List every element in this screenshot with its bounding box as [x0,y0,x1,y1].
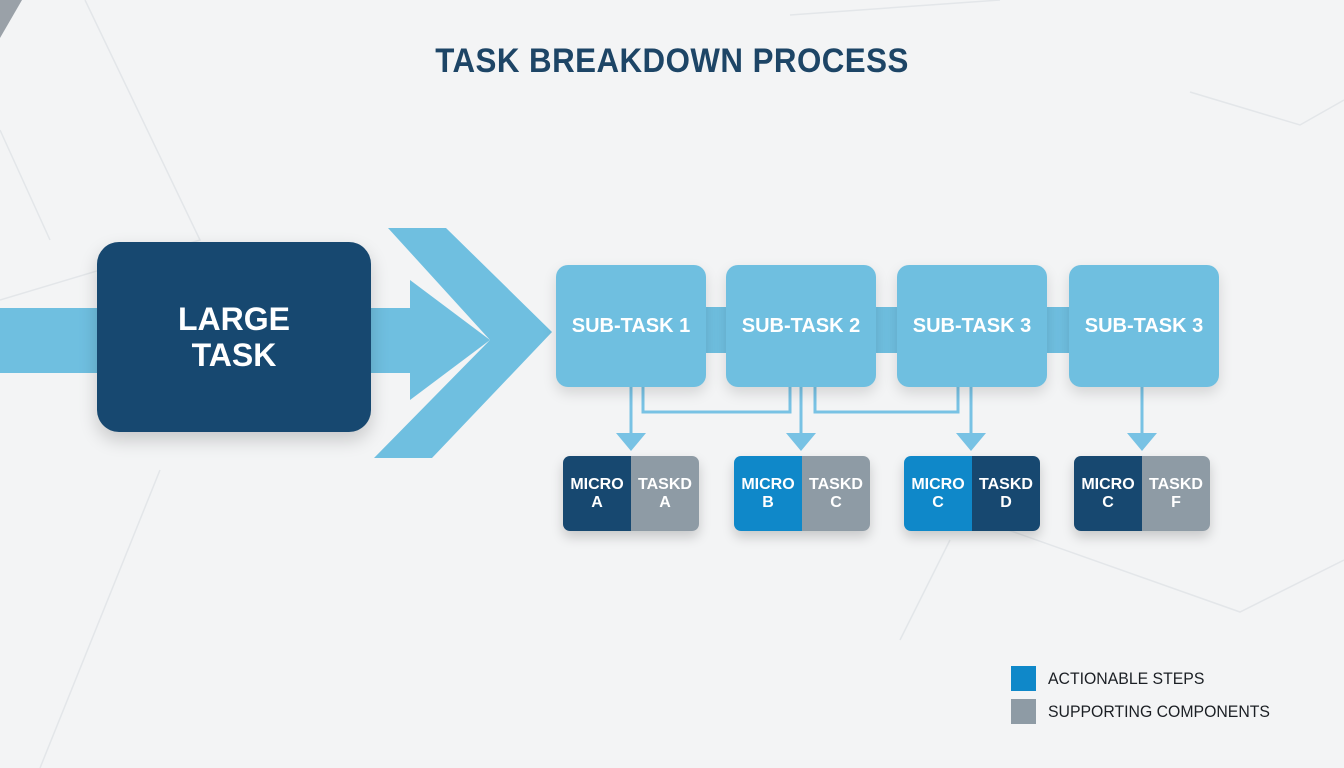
background-line [899,539,951,641]
subtask-label: SUB-TASK 3 [912,314,1032,337]
micro-task-text: C [932,493,944,511]
connector-arrowhead [786,433,816,451]
micro-task-text: TASKD [979,475,1033,493]
micro-task-card: MICRO A TASKD A [563,456,699,531]
micro-task-text: C [830,493,842,511]
connector-arrowhead [616,433,646,451]
large-task-label: LARGE TASK [178,301,290,373]
background-line [39,469,161,768]
micro-task-right: TASKD A [631,456,699,531]
subtask-box: SUB-TASK 3 [897,265,1047,387]
background-line [1189,91,1344,126]
micro-task-right: TASKD D [972,456,1040,531]
connector-line [813,387,960,414]
micro-task-text: F [1171,493,1181,511]
micro-task-text: A [591,493,603,511]
micro-task-left: MICRO C [904,456,972,531]
legend-label: ACTIONABLE STEPS [1048,668,1205,688]
background-line [789,0,1001,16]
legend-swatch [1011,666,1036,691]
background-line [979,519,1344,613]
micro-task-left: MICRO C [1074,456,1142,531]
flow-arrow-head-inner [410,280,490,400]
legend-item-actionable: ACTIONABLE STEPS [1011,666,1216,691]
connector-arrowhead [1127,433,1157,451]
micro-connectors [616,387,1157,451]
subtask-box: SUB-TASK 2 [726,265,876,387]
diagram-title: TASK BREAKDOWN PROCESS [435,42,909,80]
micro-task-card: MICRO B TASKD C [734,456,870,531]
subtask-label: SUB-TASK 1 [571,314,691,337]
large-task-box: LARGE TASK [97,242,371,432]
legend-item-supporting: SUPPORTING COMPONENTS [1011,699,1287,724]
micro-task-left: MICRO A [563,456,631,531]
connector-arrowhead [956,433,986,451]
micro-task-text: MICRO [741,475,795,493]
micro-task-text: B [762,493,774,511]
micro-task-card: MICRO C TASKD D [904,456,1040,531]
subtask-box: SUB-TASK 3 [1069,265,1219,387]
micro-task-text: C [1102,493,1114,511]
micro-task-right: TASKD C [802,456,870,531]
micro-task-text: TASKD [638,475,692,493]
micro-task-text: MICRO [1081,475,1135,493]
corner-shade [0,0,22,38]
subtask-label: SUB-TASK 3 [1084,314,1204,337]
connector-line [641,387,792,414]
background-line [0,129,51,241]
micro-task-text: MICRO [570,475,624,493]
micro-task-text: MICRO [911,475,965,493]
legend-swatch [1011,699,1036,724]
micro-task-card: MICRO C TASKD F [1074,456,1210,531]
micro-task-right: TASKD F [1142,456,1210,531]
micro-task-text: TASKD [1149,475,1203,493]
micro-task-left: MICRO B [734,456,802,531]
micro-task-text: D [1000,493,1012,511]
micro-task-text: A [659,493,671,511]
micro-task-text: TASKD [809,475,863,493]
background-line [0,0,202,301]
subtask-box: SUB-TASK 1 [556,265,706,387]
subtask-label: SUB-TASK 2 [741,314,861,337]
legend-label: SUPPORTING COMPONENTS [1048,701,1270,721]
flow-arrow-chevron [374,228,552,458]
